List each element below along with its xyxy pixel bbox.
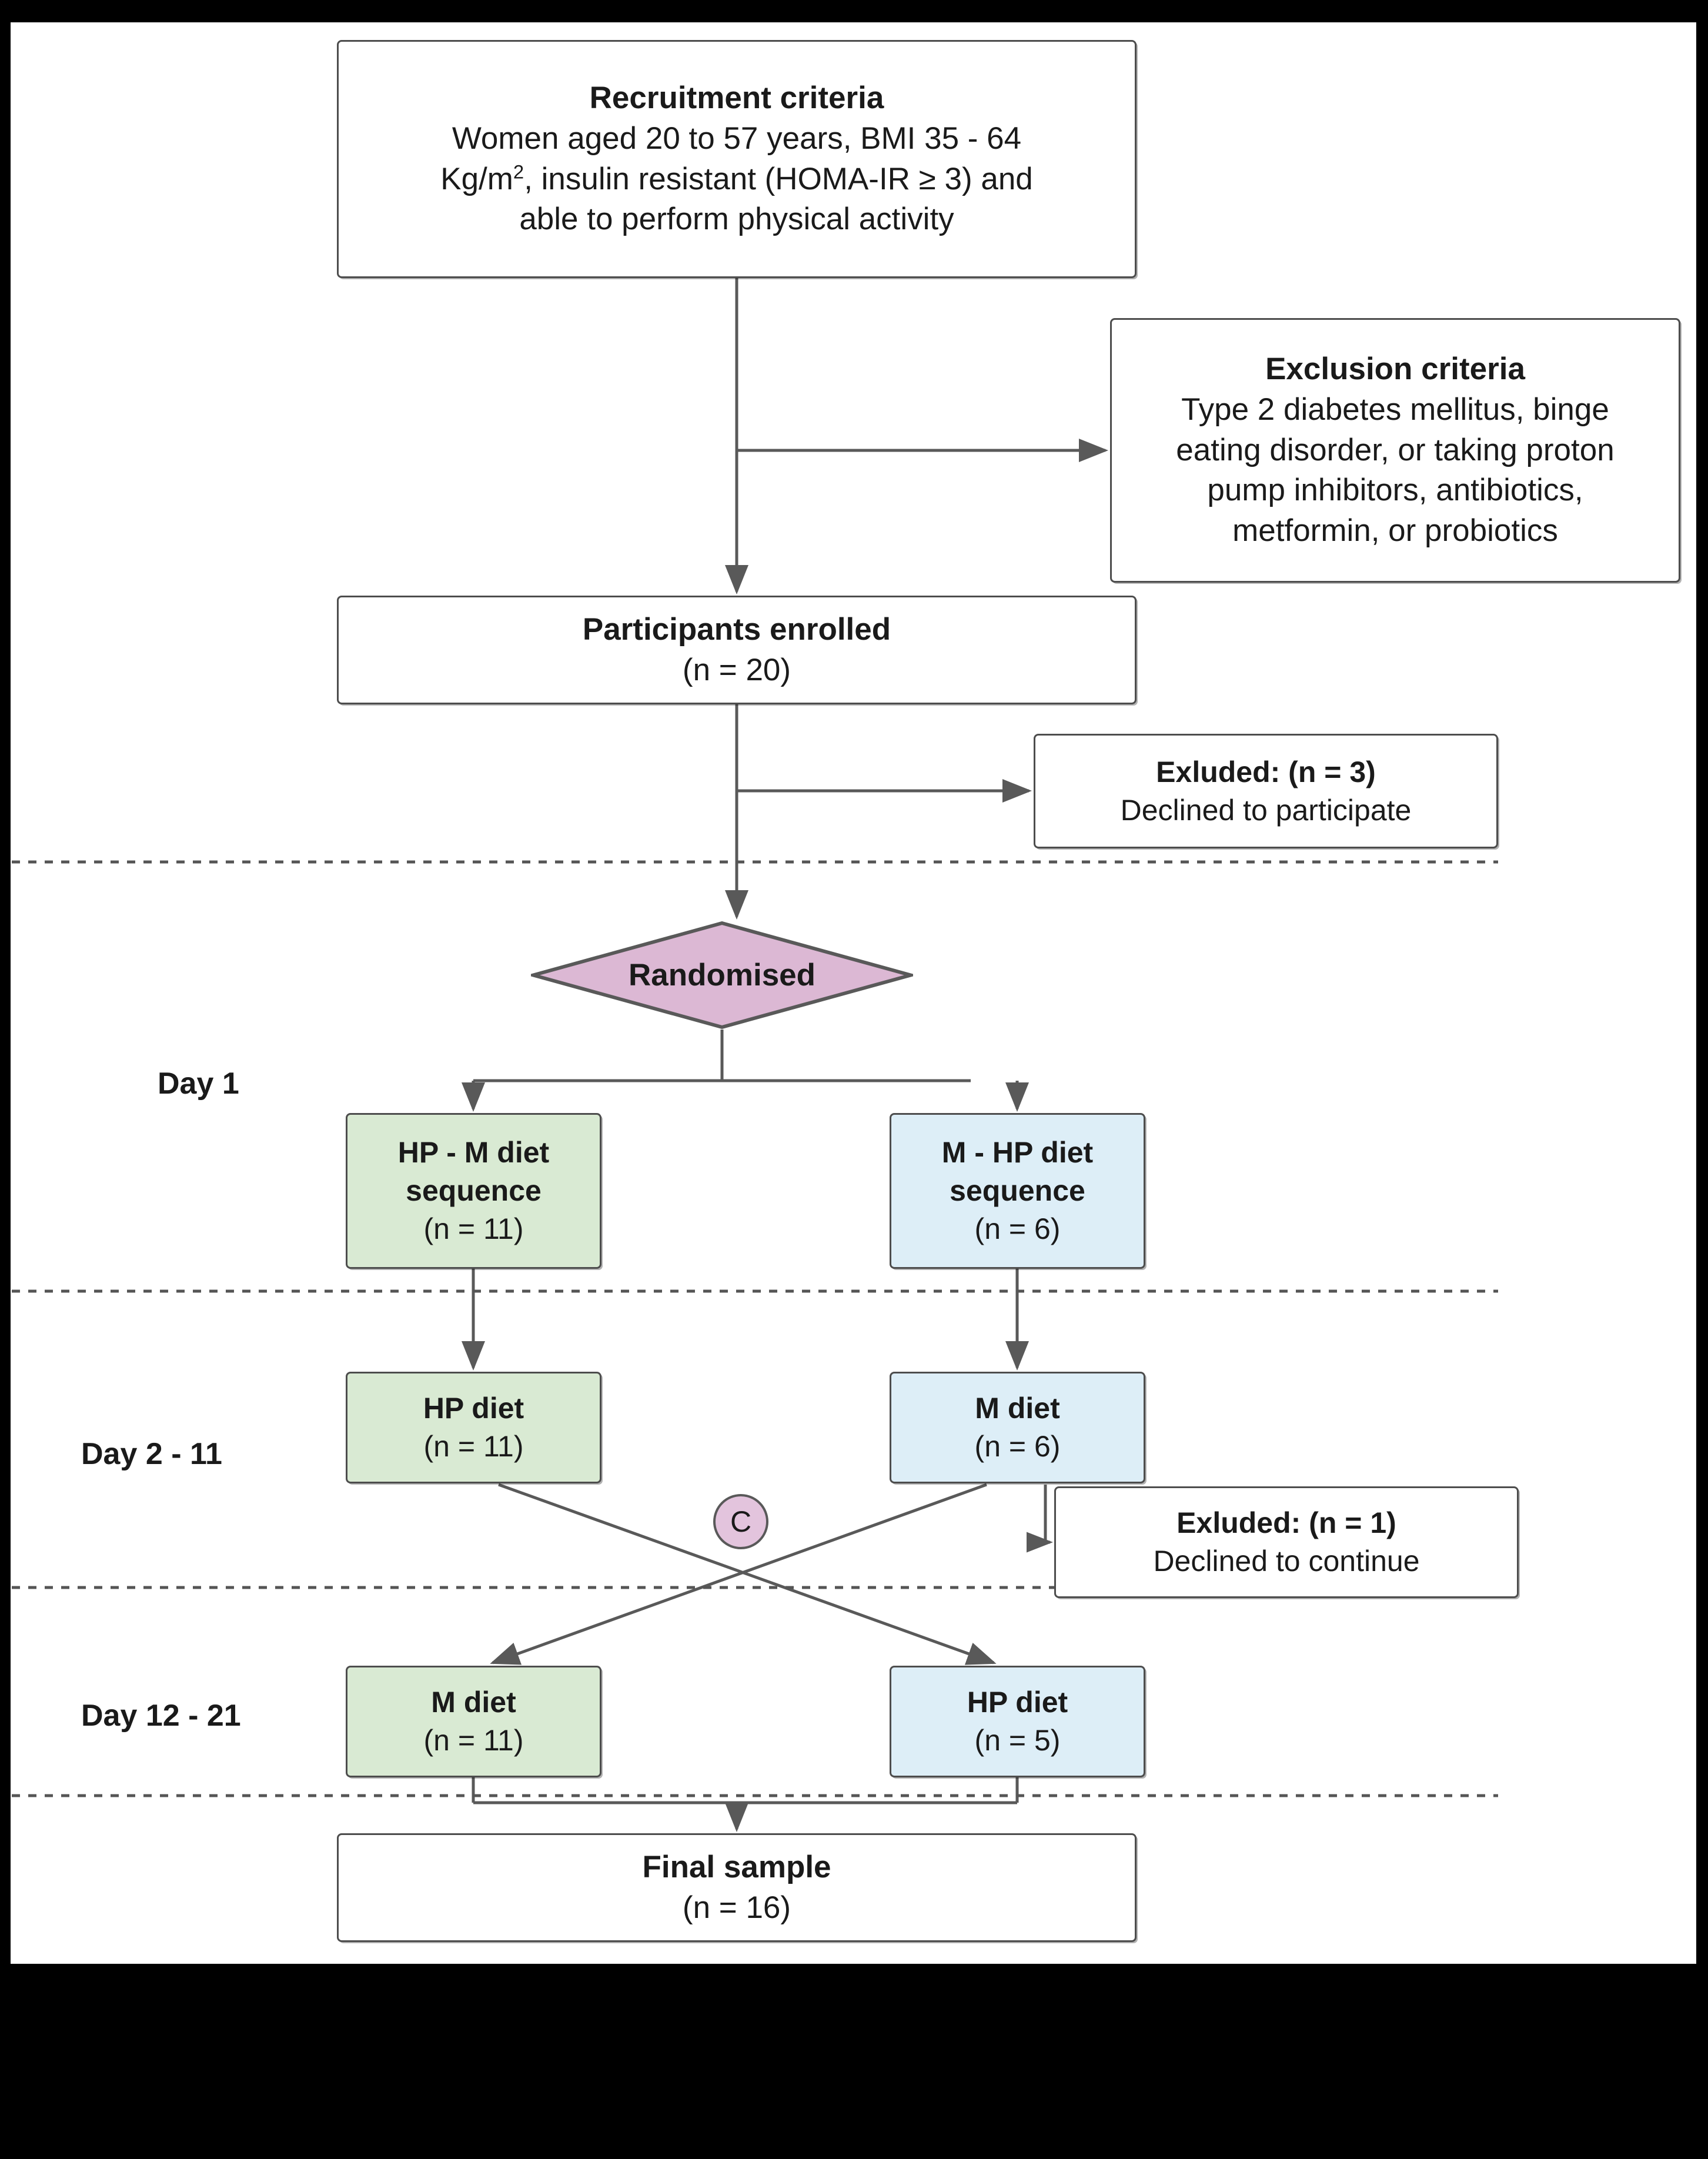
phase-label-day-1: Day 1 <box>158 1067 239 1101</box>
day2-m-diet-title: M diet <box>975 1392 1060 1425</box>
participants-enrolled-title: Participants enrolled <box>582 611 891 647</box>
m-hp-sequence-count: (n = 6) <box>974 1212 1061 1245</box>
exclusion-criteria-line3: pump inhibitors, antibiotics, <box>1207 473 1583 508</box>
excluded-declined-participate-title: Exluded: (n = 3) <box>1156 755 1376 788</box>
day2-hp-diet-box: HP diet (n = 11) <box>346 1372 601 1483</box>
excluded-declined-participate-box: Exluded: (n = 3) Declined to participate <box>1034 734 1498 848</box>
day12-hp-diet-count: (n = 5) <box>974 1724 1061 1757</box>
day12-m-diet-box: M diet (n = 11) <box>346 1666 601 1777</box>
phase-label-day-2-11: Day 2 - 11 <box>81 1437 222 1471</box>
excluded-declined-participate-reason: Declined to participate <box>1120 793 1412 827</box>
day12-m-diet-title: M diet <box>431 1686 516 1719</box>
exclusion-criteria-box: Exclusion criteria Type 2 diabetes melli… <box>1110 318 1680 583</box>
day12-hp-diet-title: HP diet <box>967 1686 1068 1719</box>
participants-enrolled-box: Participants enrolled (n = 20) <box>337 596 1137 704</box>
hp-m-sequence-line1: HP - M diet <box>397 1136 550 1169</box>
m-hp-sequence-box: M - HP diet sequence (n = 6) <box>890 1113 1145 1269</box>
excluded-declined-continue-box: Exluded: (n = 1) Declined to continue <box>1054 1486 1519 1598</box>
exclusion-criteria-title: Exclusion criteria <box>1265 351 1525 386</box>
randomised-diamond-shape <box>531 921 913 1030</box>
flowchart-canvas: Recruitment criteria Women aged 20 to 57… <box>11 22 1696 1964</box>
day2-m-diet-count: (n = 6) <box>974 1430 1061 1463</box>
final-sample-title: Final sample <box>642 1849 831 1884</box>
recruitment-criteria-box: Recruitment criteria Women aged 20 to 57… <box>337 40 1137 278</box>
recruitment-criteria-line3: able to perform physical activity <box>519 202 954 237</box>
randomised-label: Randomised <box>628 958 816 992</box>
excluded-declined-continue-reason: Declined to continue <box>1153 1545 1420 1578</box>
randomised-diamond: Randomised <box>531 921 913 1030</box>
crossover-circle: C <box>713 1494 768 1549</box>
recruitment-criteria-line1: Women aged 20 to 57 years, BMI 35 - 64 <box>452 121 1022 156</box>
exclusion-criteria-line2: eating disorder, or taking proton <box>1176 432 1615 467</box>
recruitment-criteria-title: Recruitment criteria <box>589 80 884 115</box>
participants-enrolled-count: (n = 20) <box>682 652 791 687</box>
crossover-label: C <box>730 1505 752 1538</box>
exclusion-criteria-line1: Type 2 diabetes mellitus, binge <box>1181 392 1609 427</box>
hp-m-sequence-box: HP - M diet sequence (n = 11) <box>346 1113 601 1269</box>
hp-m-sequence-count: (n = 11) <box>423 1212 524 1245</box>
exclusion-criteria-line4: metformin, or probiotics <box>1232 513 1558 549</box>
phase-label-day-12-21: Day 12 - 21 <box>81 1699 241 1733</box>
hp-m-sequence-line2: sequence <box>406 1174 542 1207</box>
m-hp-sequence-line2: sequence <box>950 1174 1085 1207</box>
excluded-declined-continue-title: Exluded: (n = 1) <box>1176 1506 1396 1539</box>
day2-hp-diet-title: HP diet <box>423 1392 524 1425</box>
final-sample-count: (n = 16) <box>682 1890 791 1925</box>
day2-m-diet-box: M diet (n = 6) <box>890 1372 1145 1483</box>
day12-hp-diet-box: HP diet (n = 5) <box>890 1666 1145 1777</box>
final-sample-box: Final sample (n = 16) <box>337 1833 1137 1942</box>
day2-hp-diet-count: (n = 11) <box>423 1430 524 1463</box>
day12-m-diet-count: (n = 11) <box>423 1724 524 1757</box>
recruitment-criteria-line2: Kg/m2, insulin resistant (HOMA-IR ≥ 3) a… <box>440 160 1033 196</box>
m-hp-sequence-line1: M - HP diet <box>941 1136 1094 1169</box>
